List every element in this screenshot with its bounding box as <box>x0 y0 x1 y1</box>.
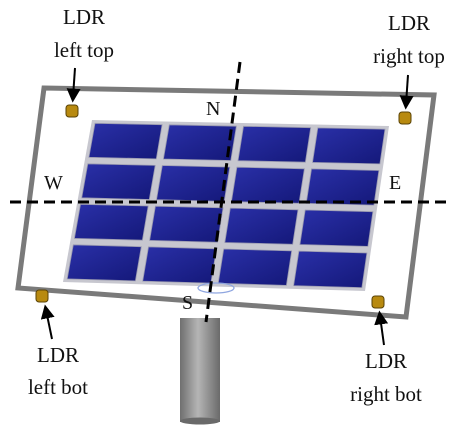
ldr-sensor-right-top <box>398 111 412 125</box>
compass-east-label: E <box>389 172 401 194</box>
solar-cell-r3-c1 <box>73 203 149 241</box>
solar-cell-r4-c2 <box>142 246 217 284</box>
solar-cell-r2-c3 <box>230 166 305 204</box>
solar-cell-r1-c4 <box>312 127 386 165</box>
compass-south-label: S <box>182 292 193 314</box>
label-ldr-right-top-line2: right top <box>373 44 445 68</box>
label-ldr-left-bot: LDR left bot <box>28 343 88 399</box>
solar-cell-r2-c2 <box>156 165 231 202</box>
label-ldr-left-top-line1: LDR <box>63 5 105 29</box>
compass-north-label: N <box>206 98 220 120</box>
compass-west-label: W <box>44 172 63 194</box>
pivot-marker <box>197 282 235 294</box>
solar-cell-r2-c4 <box>305 168 380 206</box>
solar-cell-r3-c4 <box>299 209 374 247</box>
solar-cell-grid <box>63 120 389 291</box>
solar-cell-r3-c2 <box>149 205 224 243</box>
solar-cell-r1-c3 <box>237 125 312 163</box>
ldr-sensor-left-top <box>65 104 79 118</box>
solar-cell-r2-c1 <box>81 163 156 200</box>
ldr-sensor-left-bot <box>35 289 49 303</box>
support-pole <box>180 318 220 425</box>
solar-cell-r4-c1 <box>66 244 142 282</box>
label-ldr-right-top-line1: LDR <box>388 11 430 35</box>
ldr-sensor-right-bot <box>371 295 385 309</box>
label-ldr-right-bot-line1: LDR <box>365 349 407 373</box>
arrow-right-top <box>399 74 414 110</box>
label-ldr-left-bot-line2: left bot <box>28 375 88 399</box>
arrow-left-bot <box>40 304 55 340</box>
solar-cell-r1-c1 <box>88 122 163 160</box>
label-ldr-right-bot-line2: right bot <box>350 382 422 406</box>
solar-cell-r4-c3 <box>217 248 293 286</box>
cell-grid-background <box>63 120 389 291</box>
label-ldr-left-top-line2: left top <box>54 38 114 62</box>
solar-cell-r4-c4 <box>293 250 368 289</box>
north-south-axis <box>204 61 242 323</box>
label-ldr-right-top: LDR right top <box>373 11 445 68</box>
solar-cell-r3-c3 <box>224 207 299 245</box>
label-ldr-left-bot-line1: LDR <box>37 343 79 367</box>
solar-cell-r1-c2 <box>162 124 237 161</box>
label-ldr-right-bot: LDR right bot <box>350 349 422 406</box>
arrow-left-top <box>66 67 81 103</box>
arrow-right-bot <box>374 310 389 346</box>
label-ldr-left-top: LDR left top <box>54 5 114 62</box>
